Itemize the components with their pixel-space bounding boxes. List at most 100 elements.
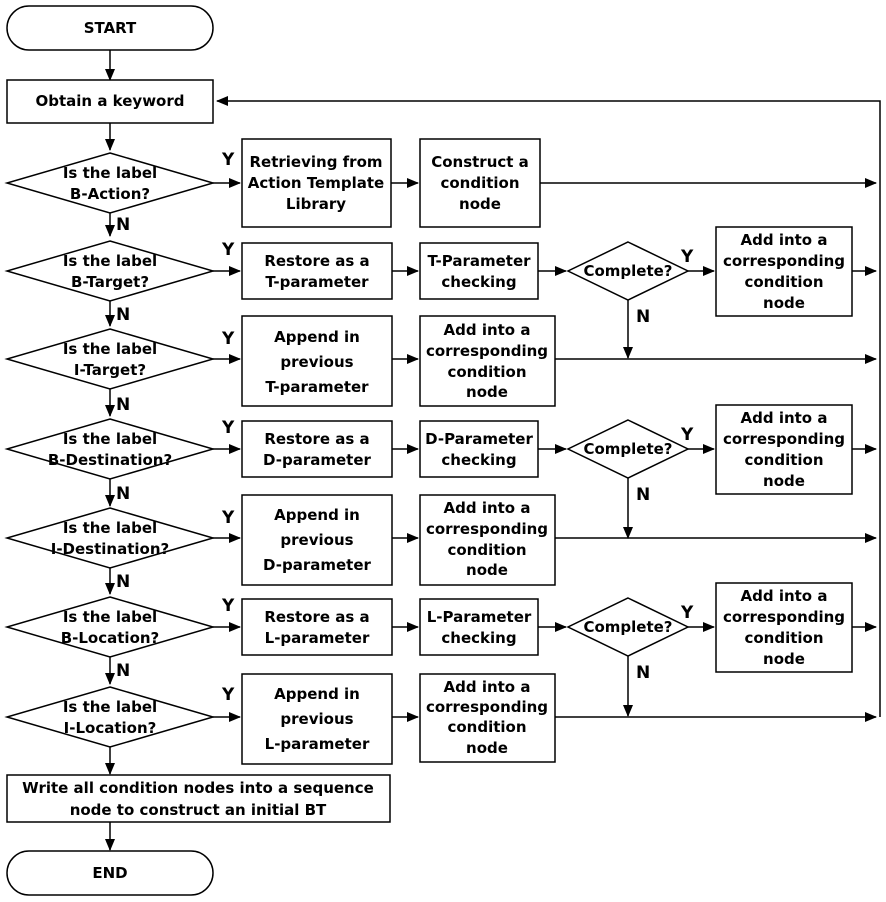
- no-label: N: [116, 572, 130, 592]
- complete-label: Complete?: [583, 440, 672, 458]
- yes-label: Y: [680, 425, 694, 445]
- restore-line-2: L-parameter: [265, 629, 370, 647]
- retrieve-line-3: Library: [286, 195, 346, 213]
- add-node-shape: [419, 494, 556, 586]
- retrieve-line-2: Action Template: [248, 174, 384, 192]
- add-node-line-4: node: [466, 383, 508, 401]
- restore-d-parameter-box: Restore as a D-parameter: [241, 420, 393, 478]
- start-label: START: [84, 19, 137, 37]
- decision-prefix: Is the label: [63, 519, 157, 537]
- write-label-line-1: Write all condition nodes into a sequenc…: [22, 779, 374, 797]
- decision-label: I-Target?: [74, 361, 146, 379]
- complete-t-decision: Complete?: [566, 241, 690, 301]
- yes-label: Y: [680, 247, 694, 267]
- append-line-1: Append in: [274, 506, 360, 524]
- no-label: N: [116, 661, 130, 681]
- append-d-parameter-box: Append in previous D-parameter: [241, 494, 393, 586]
- add-t-node-box: Add into a corresponding condition node: [715, 226, 853, 317]
- add-node-line-3: condition: [447, 541, 526, 559]
- restore-shape: [241, 420, 393, 478]
- add-node-line-4: node: [466, 561, 508, 579]
- restore-line-2: T-parameter: [265, 273, 369, 291]
- no-label: N: [116, 215, 130, 235]
- append-line-1: Append in: [274, 685, 360, 703]
- append-shape: [241, 315, 393, 407]
- no-label: N: [116, 305, 130, 325]
- complete-label: Complete?: [583, 262, 672, 280]
- add-node-line-3: condition: [744, 451, 823, 469]
- add-node-line-3: condition: [744, 629, 823, 647]
- add-node-line-1: Add into a: [741, 409, 828, 427]
- decision-prefix: Is the label: [63, 698, 157, 716]
- add-node-line-4: node: [763, 472, 805, 490]
- restore-line-2: D-parameter: [263, 451, 371, 469]
- no-label: N: [116, 395, 130, 415]
- decision-label: B-Location?: [61, 629, 160, 647]
- add-node-line-2: corresponding: [426, 698, 548, 716]
- t-parameter-check-box: T-Parameter checking: [419, 242, 539, 300]
- no-label: N: [636, 663, 650, 683]
- add-node-shape: [419, 673, 556, 763]
- write-label-line-2: node to construct an initial BT: [70, 801, 327, 819]
- add-node-line-2: corresponding: [426, 520, 548, 538]
- decision-b-target: Is the label B-Target?: [4, 240, 216, 302]
- decision-i-destination: Is the label I-Destination?: [4, 507, 216, 569]
- check-line-1: T-Parameter: [427, 252, 531, 270]
- decision-shape: [4, 328, 216, 390]
- retrieve-shape: [241, 138, 392, 228]
- decision-prefix: Is the label: [63, 340, 157, 358]
- obtain-keyword-box: Obtain a keyword: [6, 79, 214, 124]
- retrieve-line-1: Retrieving from: [249, 153, 382, 171]
- yes-label: Y: [221, 418, 235, 438]
- no-label: N: [636, 307, 650, 327]
- add-node-line-3: condition: [744, 273, 823, 291]
- decision-b-action: Is the label B-Action?: [4, 152, 216, 214]
- write-shape: [6, 774, 391, 823]
- add-node-line-4: node: [763, 294, 805, 312]
- restore-line-1: Restore as a: [264, 430, 369, 448]
- construct-node-box: Construct a condition node: [419, 138, 541, 228]
- complete-l-decision: Complete?: [566, 597, 690, 657]
- yes-label: Y: [221, 240, 235, 260]
- decision-label: I-Destination?: [51, 540, 169, 558]
- add-node-line-3: condition: [447, 363, 526, 381]
- complete-label: Complete?: [583, 618, 672, 636]
- yes-label: Y: [221, 596, 235, 616]
- decision-b-destination: Is the label B-Destination?: [4, 418, 216, 480]
- append-line-2: previous: [280, 710, 353, 728]
- complete-shape: [566, 597, 690, 657]
- add-node-line-1: Add into a: [444, 678, 531, 696]
- append-line-2: previous: [280, 531, 353, 549]
- append-line-1: Append in: [274, 328, 360, 346]
- construct-line-1: Construct a: [431, 153, 529, 171]
- restore-shape: [241, 242, 393, 300]
- check-shape: [419, 598, 539, 656]
- retrieve-template-box: Retrieving from Action Template Library: [241, 138, 392, 228]
- complete-d-decision: Complete?: [566, 419, 690, 479]
- add-node-line-1: Add into a: [444, 321, 531, 339]
- add-t2-node-box: Add into a corresponding condition node: [419, 315, 556, 407]
- yes-label: Y: [221, 508, 235, 528]
- construct-line-3: node: [459, 195, 501, 213]
- end-shape: [6, 850, 214, 896]
- end-label: END: [92, 864, 127, 882]
- decision-shape: [4, 507, 216, 569]
- decision-label: B-Destination?: [48, 451, 172, 469]
- decision-label: I-Location?: [64, 719, 157, 737]
- append-line-3: L-parameter: [265, 735, 370, 753]
- decision-label: B-Target?: [71, 273, 149, 291]
- add-d-node-box: Add into a corresponding condition node: [715, 404, 853, 495]
- decision-shape: [4, 418, 216, 480]
- append-shape: [241, 494, 393, 586]
- yes-label: Y: [680, 603, 694, 623]
- restore-line-1: Restore as a: [264, 608, 369, 626]
- add-node-line-1: Add into a: [741, 231, 828, 249]
- l-parameter-check-box: L-Parameter checking: [419, 598, 539, 656]
- decision-shape: [4, 240, 216, 302]
- decision-shape: [4, 596, 216, 658]
- append-t-parameter-box: Append in previous T-parameter: [241, 315, 393, 407]
- obtain-shape: [6, 79, 214, 124]
- check-line-2: checking: [441, 273, 516, 291]
- connectors: [105, 50, 881, 851]
